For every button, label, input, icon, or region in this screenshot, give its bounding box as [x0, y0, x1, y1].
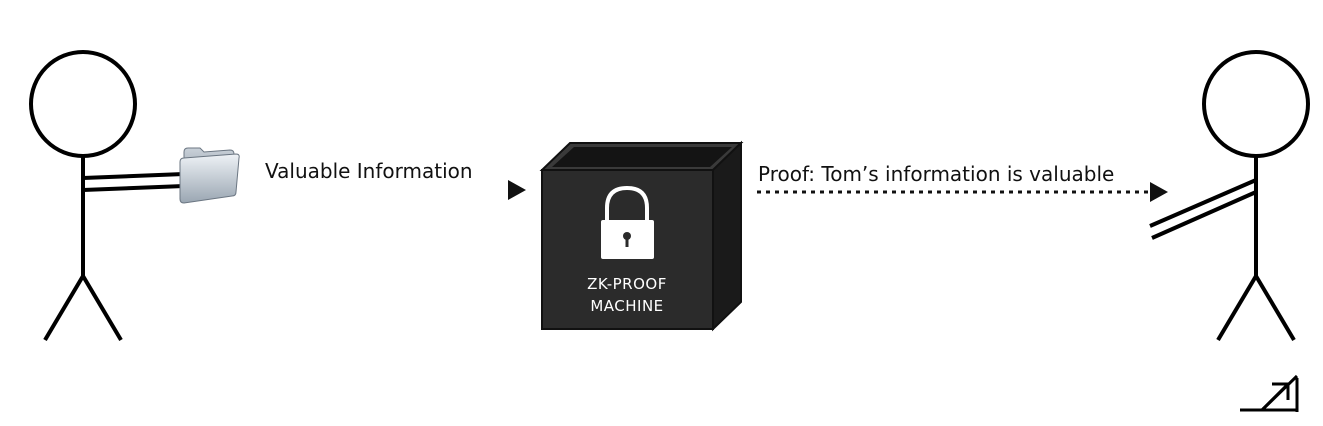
sender-head — [29, 50, 137, 158]
receiver-arm-lower — [1151, 190, 1257, 240]
sender-arm-lower — [82, 184, 185, 192]
arrowhead-left — [508, 180, 526, 200]
arrow-label-left: Valuable Information — [265, 159, 473, 183]
receiver-leg-left — [1216, 274, 1258, 342]
logo-icon — [1240, 374, 1299, 412]
machine-side-face — [712, 140, 742, 332]
zk-proof-machine: ZK-PROOF MACHINE — [539, 140, 744, 332]
folder-icon — [179, 147, 240, 204]
machine-label-line1: ZK-PROOF — [587, 275, 667, 293]
sender-figure — [29, 50, 185, 342]
sender-leg-left — [43, 274, 85, 342]
arrow-proof: Proof: Tom’s information is valuable — [757, 162, 1168, 202]
receiver-head — [1202, 50, 1310, 158]
arrow-label-right: Proof: Tom’s information is valuable — [758, 162, 1114, 186]
arrowhead-right — [1150, 182, 1168, 202]
receiver-figure — [1149, 50, 1310, 342]
machine-label-line2: MACHINE — [590, 297, 663, 315]
receiver-leg-right — [1254, 274, 1296, 342]
padlock-icon — [601, 185, 654, 259]
receiver-arm-upper — [1149, 178, 1257, 228]
arrow-valuable-information: Valuable Information — [253, 159, 526, 200]
sender-leg-right — [81, 274, 123, 342]
machine-interior — [552, 147, 732, 167]
sender-arm-upper — [82, 172, 185, 180]
